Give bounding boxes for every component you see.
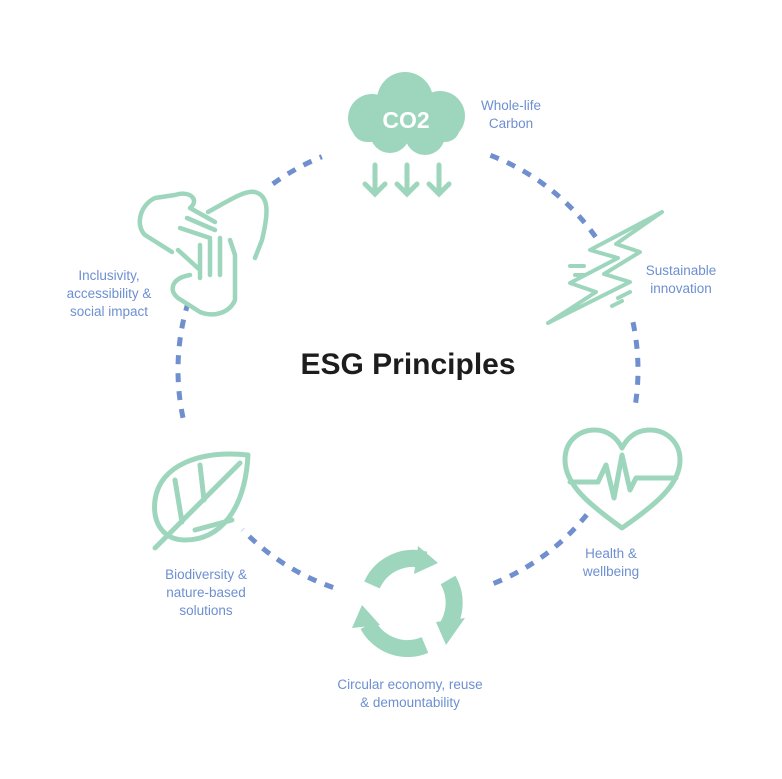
label-whole-life-carbon: Whole-life Carbon [480, 98, 542, 131]
diagram-title: ESG Principles [300, 348, 516, 381]
lightning-bolt-icon [546, 210, 664, 325]
down-arrow-icons [362, 162, 452, 198]
joined-hands-icon [137, 189, 269, 317]
ring-segment [271, 154, 323, 186]
dashed-ring [175, 152, 641, 590]
label-sustainable-innovation: Sustainable innovation [645, 263, 717, 296]
co2-cloud-icon: CO2 [348, 72, 465, 198]
ring-segment [240, 528, 334, 590]
ring-segment [175, 302, 191, 419]
recycle-arrowheads [352, 546, 465, 645]
heart-pulse-icon [562, 427, 683, 531]
ring-segment [630, 321, 641, 411]
ring-segment [489, 152, 601, 243]
label-health-wellbeing: Health & wellbeing [582, 546, 640, 579]
leaf-icon [152, 451, 251, 551]
label-circular-economy: Circular economy, reuse & demountability [337, 677, 483, 710]
label-inclusivity: Inclusivity, accessibility & social impa… [66, 268, 152, 319]
co2-text: CO2 [382, 107, 429, 133]
recycle-arrows-icon [360, 549, 463, 657]
ring-segment [485, 513, 589, 589]
label-biodiversity: Biodiversity & nature-based solutions [165, 567, 247, 618]
